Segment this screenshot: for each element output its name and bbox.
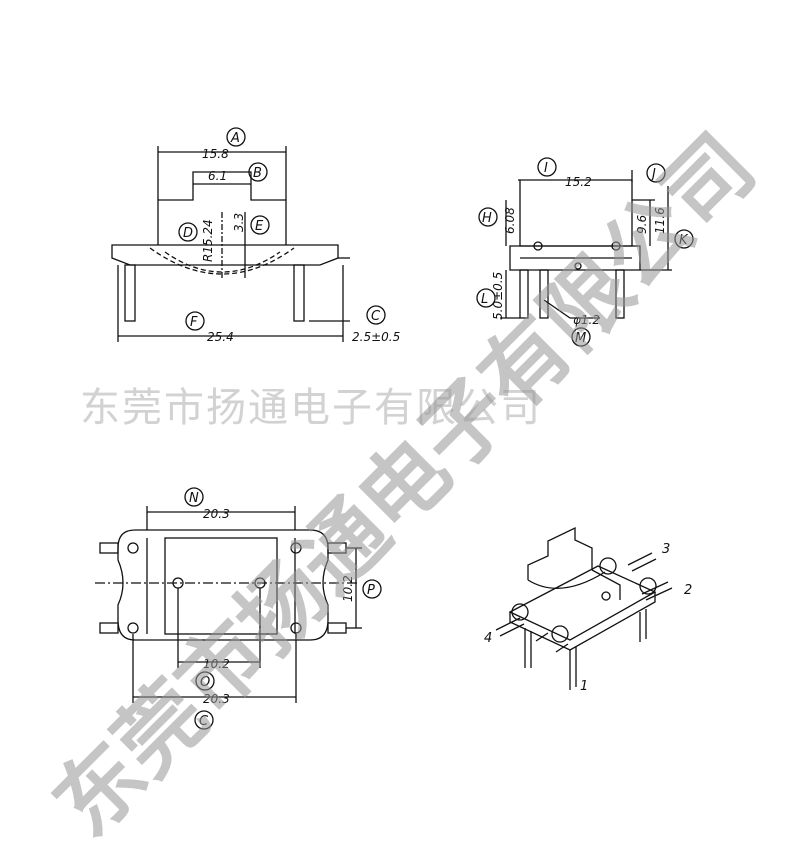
bobbin-drawing: A 15.8 B 6.1 D R15.24 E 3.3 F 25.4 C 2.5… — [95, 127, 694, 730]
watermark-company-name: 东莞市扬通电子有限公司 — [80, 385, 542, 431]
front-dim-b: 6.1 — [208, 169, 227, 183]
front-label-c: C — [371, 309, 381, 324]
side-dim-l: 5.0±0.5 — [491, 272, 505, 320]
top-inner-window — [164, 537, 278, 635]
front-pin-left — [124, 264, 136, 322]
side-hole-center — [574, 262, 582, 270]
top-dim-o: 10.2 — [203, 657, 230, 671]
iso-pin-3: 3 — [662, 542, 670, 557]
side-pin-left — [519, 269, 529, 319]
front-label-d: D — [183, 226, 193, 241]
top-hole-3 — [290, 542, 302, 554]
front-curve-dashed — [149, 247, 295, 275]
side-label-m: M — [575, 331, 586, 346]
front-dim-d: R15.24 — [201, 219, 215, 262]
iso-pin-4: 4 — [484, 631, 492, 646]
front-label-a: A — [230, 131, 240, 146]
front-base-plate — [111, 244, 339, 266]
iso-hole — [601, 591, 611, 601]
iso-wall-right — [591, 569, 621, 600]
iso-pin-2: 2 — [684, 583, 692, 598]
front-curve-dashed-inner — [164, 251, 281, 273]
side-dim-i: 15.2 — [565, 175, 592, 189]
side-label-k: K — [679, 233, 689, 248]
side-label-h: H — [482, 211, 492, 226]
top-label-c: C — [199, 714, 209, 729]
side-dim-m: φ1.2 — [573, 313, 600, 327]
top-hole-4 — [290, 622, 302, 634]
iso-wall-front — [527, 526, 593, 580]
iso-pin-1: 1 — [580, 679, 588, 694]
side-label-i: I — [544, 161, 548, 176]
top-view — [95, 487, 382, 730]
top-label-n: N — [189, 491, 199, 506]
side-view — [476, 157, 694, 347]
side-dim-h: 6.08 — [503, 207, 517, 234]
side-pin-center — [539, 269, 549, 319]
front-dim-a: 15.8 — [202, 147, 229, 161]
iso-curve — [527, 571, 606, 589]
side-label-l: L — [481, 292, 488, 307]
front-pin-right — [293, 264, 305, 322]
side-dim-k2: 11.6 — [653, 207, 667, 234]
front-label-b: B — [253, 166, 262, 181]
iso-base — [508, 565, 657, 641]
side-hole-left — [533, 241, 543, 251]
front-label-f: F — [190, 315, 198, 330]
top-hole-1 — [127, 542, 139, 554]
top-label-o: O — [200, 675, 210, 690]
iso-view — [495, 526, 673, 690]
front-label-e: E — [255, 219, 264, 234]
side-hole-right — [611, 241, 621, 251]
front-body-outline — [157, 171, 287, 245]
front-dim-f: 25.4 — [207, 330, 234, 344]
side-pin-right — [615, 269, 625, 319]
front-dim-e: 3.3 — [232, 213, 246, 232]
front-dim-c: 2.5±0.5 — [352, 330, 400, 344]
top-hole-2 — [127, 622, 139, 634]
top-label-p: P — [367, 583, 375, 598]
side-dim-k1: 9.6 — [635, 215, 649, 234]
top-dim-n: 20.3 — [203, 507, 230, 521]
front-view — [111, 127, 386, 342]
side-label-j: J — [649, 167, 656, 182]
top-dim-c: 20.3 — [203, 692, 230, 706]
top-dim-p: 10.2 — [341, 575, 355, 602]
